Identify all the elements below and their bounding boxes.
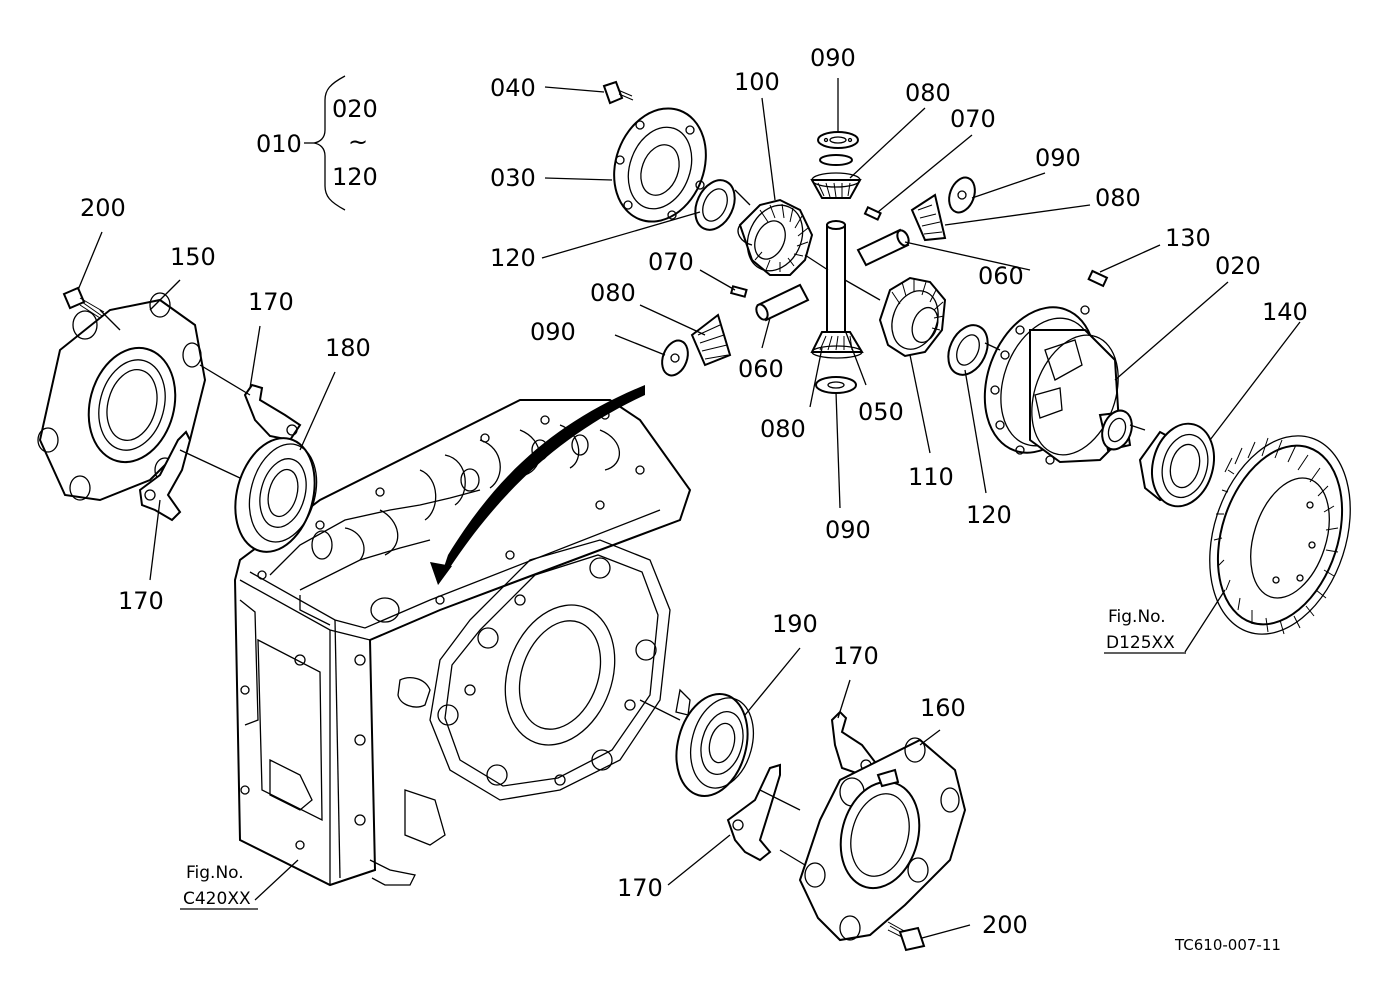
callout-060-right: 060 — [978, 262, 1024, 290]
callout-050: 050 — [858, 398, 904, 426]
assembly-arrow — [438, 385, 645, 585]
washer-090-top — [817, 131, 859, 149]
washer-120-right — [947, 324, 989, 376]
callout-070-top: 070 — [950, 105, 996, 133]
pinion-080-right — [910, 193, 947, 242]
washer-090-right — [948, 176, 976, 214]
bolt-200-top — [62, 286, 105, 319]
callout-060-left: 060 — [738, 355, 784, 383]
pinion-shaft-050 — [826, 220, 846, 346]
callout-080-bottom: 080 — [760, 415, 806, 443]
callout-120-left: 120 — [490, 244, 536, 272]
shaft-060-right — [856, 228, 910, 267]
assembly-bracket — [304, 75, 346, 211]
callout-200-top: 200 — [80, 194, 126, 222]
bearing-190 — [675, 693, 754, 797]
side-gear-100 — [737, 198, 814, 276]
differential-case-020 — [983, 305, 1133, 465]
pinion-080-bottom — [810, 331, 864, 359]
callout-080-left: 080 — [590, 279, 636, 307]
assembly-range-start: 020 — [332, 95, 378, 123]
callout-150: 150 — [170, 243, 216, 271]
side-gear-110 — [878, 276, 947, 358]
figure-ref-c420[interactable]: Fig.No. C420XX — [180, 863, 258, 910]
callout-030: 030 — [490, 164, 536, 192]
ring-gear — [1209, 435, 1351, 635]
cover-030 — [613, 107, 707, 223]
pinion-080-top — [810, 172, 862, 199]
washer-120-left — [694, 179, 736, 231]
callout-170-bottom: 170 — [617, 874, 663, 902]
callout-090-bottom: 090 — [825, 516, 871, 544]
figure-ref-c420-number: C420XX — [183, 889, 251, 909]
reference-code: TC610-007-11 — [1174, 936, 1281, 954]
callout-080-top: 080 — [905, 79, 951, 107]
pinion-080-left — [690, 313, 732, 367]
callout-090-top: 090 — [810, 44, 856, 72]
washer-090-left — [661, 339, 689, 377]
washer-090-bottom — [815, 376, 857, 394]
figure-ref-d125-prefix: Fig.No. — [1108, 607, 1166, 627]
bearing-140 — [1138, 422, 1215, 508]
shim-170-left — [138, 383, 302, 522]
figure-ref-d125[interactable]: Fig.No. D125XX — [1104, 607, 1186, 654]
callout-120-right: 120 — [966, 501, 1012, 529]
bearing-180 — [234, 437, 318, 553]
leader-lines — [77, 78, 1301, 939]
callout-090-left: 090 — [530, 318, 576, 346]
callout-110: 110 — [908, 463, 954, 491]
assembly-label: 010 — [256, 130, 302, 158]
assembly-range-tilde: ~ — [348, 128, 368, 156]
assembly-range-end: 120 — [332, 163, 378, 191]
callout-170-left: 170 — [118, 587, 164, 615]
callout-170-mid: 170 — [833, 642, 879, 670]
callout-090-right: 090 — [1035, 144, 1081, 172]
transmission-case — [233, 399, 692, 887]
bolt-040 — [602, 80, 634, 105]
callout-170-top: 170 — [248, 288, 294, 316]
callout-070-mid: 070 — [648, 248, 694, 276]
bearing-holder-160 — [798, 737, 967, 942]
callout-190: 190 — [772, 610, 818, 638]
figure-ref-d125-number: D125XX — [1106, 633, 1175, 653]
shim-170-lower — [726, 710, 877, 862]
callout-140: 140 — [1262, 298, 1308, 326]
callout-020: 020 — [1215, 252, 1261, 280]
shaft-060-left — [755, 283, 810, 322]
callout-160: 160 — [920, 694, 966, 722]
callout-040: 040 — [490, 74, 536, 102]
bolt-200-bottom — [887, 921, 926, 952]
callout-200-bottom: 200 — [982, 911, 1028, 939]
callout-130: 130 — [1165, 224, 1211, 252]
callout-180: 180 — [325, 334, 371, 362]
bearing-holder-150 — [37, 292, 207, 502]
callout-100: 100 — [734, 68, 780, 96]
callout-labels: 010 020 ~ 120 040 100 090 080 070 090 08… — [80, 44, 1308, 939]
figure-ref-c420-prefix: Fig.No. — [186, 863, 244, 883]
callout-080-right: 080 — [1095, 184, 1141, 212]
pin-130 — [1087, 269, 1109, 288]
